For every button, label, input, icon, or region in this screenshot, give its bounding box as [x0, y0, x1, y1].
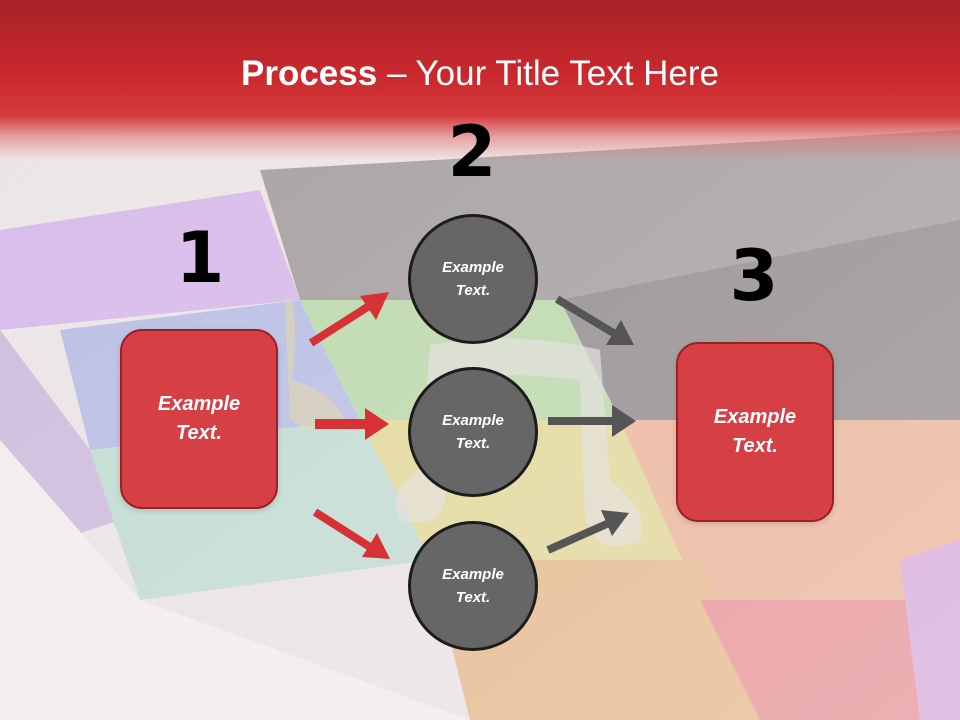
- end-box-line2: Text.: [732, 435, 778, 457]
- title-bold: Process: [241, 54, 378, 93]
- header-band: [0, 0, 960, 160]
- gray-arrow-right: [548, 405, 636, 437]
- red-arrow-up: [308, 292, 389, 347]
- step-number-1: 1: [175, 217, 225, 299]
- gray-arrow-down: [554, 295, 634, 345]
- circle-top-line1: Example: [442, 259, 504, 276]
- step-circle-middle: Example Text.: [408, 367, 538, 497]
- step-number-3: 3: [729, 235, 779, 317]
- circle-bottom-line2: Text.: [455, 589, 491, 606]
- circle-middle-line1: Example: [442, 412, 504, 429]
- start-box-line1: Example: [157, 393, 241, 415]
- circle-bottom-line1: Example: [442, 566, 504, 583]
- end-box: Example Text.: [676, 342, 834, 522]
- slide-title: Process – Your Title Text Here: [0, 52, 960, 96]
- red-arrow-right: [315, 408, 389, 440]
- circle-top-line2: Text.: [455, 282, 491, 299]
- gray-arrow-up: [546, 510, 629, 554]
- circle-middle-line2: Text.: [455, 435, 491, 452]
- start-box-line2: Text.: [176, 422, 222, 444]
- step-circle-bottom: Example Text.: [408, 521, 538, 651]
- step-number-2: 2: [447, 111, 497, 193]
- start-box: Example Text.: [120, 329, 278, 509]
- end-box-line1: Example: [713, 406, 797, 428]
- step-circle-top: Example Text.: [408, 214, 538, 344]
- title-rest: – Your Title Text Here: [377, 54, 719, 93]
- red-arrow-down: [312, 508, 390, 559]
